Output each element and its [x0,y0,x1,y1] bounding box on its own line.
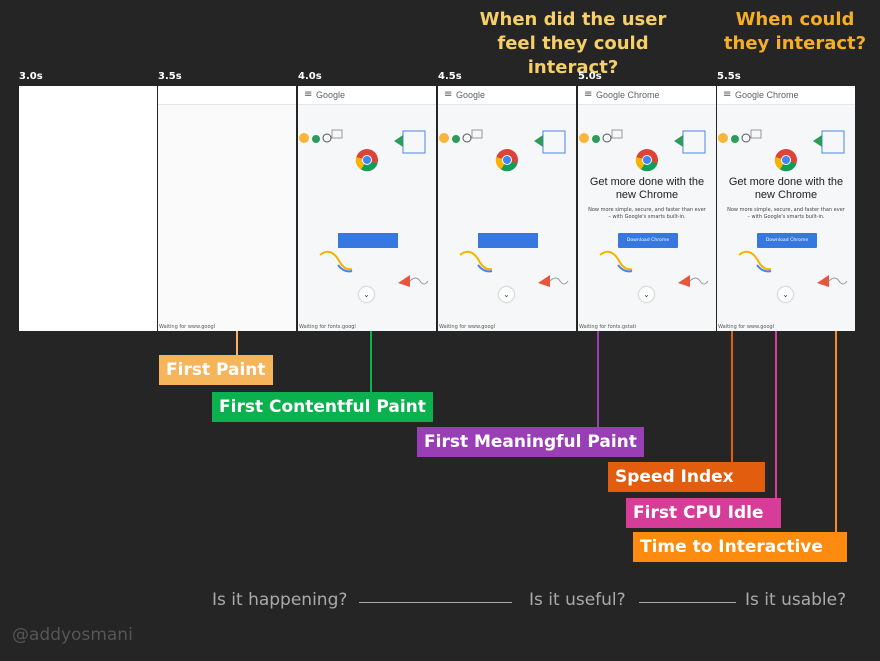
frame-status: Waiting for fonts.gstati [579,324,637,330]
frame-headline: Get more done with the new Chrome [589,176,705,201]
is-it-happening-text: Is it happening? [212,590,348,610]
frame-time-label: 3.0s [19,71,43,82]
filmstrip-frame: ≡Google ⌄ Waiting for fonts.googl [298,86,436,331]
frame-brand: Google [316,90,346,100]
frame-header: ≡Google [298,86,436,105]
first-meaningful-paint-label: First Meaningful Paint [417,427,644,457]
filmstrip-frame [19,86,157,331]
download-button [478,233,538,248]
frame-headline: Get more done with the new Chrome [728,176,844,201]
first-paint-line [236,331,238,357]
menu-icon: ≡ [723,89,732,100]
first-contentful-paint-label: First Contentful Paint [212,392,433,422]
frame-time-label: 5.5s [717,71,741,82]
doodle-decorations [717,105,855,331]
filmstrip-frame: ≡Google Chrome ⌄ Get more done with the ne… [578,86,716,331]
frame-brand: Google [456,90,486,100]
chevron-down-icon: ⌄ [359,287,374,302]
chrome-logo-icon [635,148,659,176]
filmstrip-frame: ≡Google ⌄ Waiting for www.googl [438,86,576,331]
first-contentful-paint-line [370,331,372,393]
download-button: Download Chrome [618,233,678,248]
frame-status: Waiting for fonts.googl [299,324,356,330]
doodle-decorations [438,105,576,331]
frame-header: ≡Google Chrome [717,86,855,105]
menu-icon: ≡ [584,89,593,100]
frame-status: Waiting for www.googl [159,324,216,330]
frame-time-label: 3.5s [158,71,182,82]
speed-index-label: Speed Index [608,462,765,492]
chevron-down-icon: ⌄ [639,287,654,302]
progress-rule-2 [639,602,736,603]
frame-header [158,86,296,105]
frame-header: ≡Google Chrome [578,86,716,105]
chrome-logo-icon [355,148,379,176]
download-button [338,233,398,248]
is-it-usable-text: Is it usable? [745,590,847,610]
frame-time-label: 4.0s [298,71,322,82]
time-to-interactive-line [835,331,837,532]
frame-header: ≡Google [438,86,576,105]
is-it-useful-text: Is it useful? [529,590,626,610]
menu-icon: ≡ [304,89,313,100]
menu-icon: ≡ [444,89,453,100]
progress-rule-1 [359,602,512,603]
frame-time-label: 5.0s [578,71,602,82]
chevron-down-icon: ⌄ [778,287,793,302]
time-to-interactive-label: Time to Interactive [633,532,847,562]
first-meaningful-paint-line [597,331,599,427]
frame-subtext: Now more simple, secure, and faster than… [727,207,845,220]
doodle-decorations [298,105,436,331]
download-button: Download Chrome [757,233,817,248]
filmstrip-frame: Waiting for www.googl [158,86,296,331]
first-cpu-idle-label: First CPU Idle [626,498,781,528]
chrome-logo-icon [495,148,519,176]
chrome-logo-icon [774,148,798,176]
doodle-decorations [578,105,716,331]
speed-index-line [731,331,733,462]
frame-status: Waiting for www.googl [718,324,775,330]
frame-subtext: Now more simple, secure, and faster than… [588,207,706,220]
frame-time-label: 4.5s [438,71,462,82]
frame-content [158,105,296,331]
author-handle: @addyosmani [12,625,133,645]
frame-brand: Google Chrome [596,90,660,100]
frame-status: Waiting for www.googl [439,324,496,330]
question-could-interact: When could they interact? [723,9,867,54]
first-paint-label: First Paint [159,355,273,385]
first-cpu-idle-line [775,331,777,498]
filmstrip-frame: ≡Google Chrome ⌄ Get more done with the ne… [717,86,855,331]
question-user-feel-interact: When did the user feel they could intera… [479,9,667,78]
chevron-down-icon: ⌄ [499,287,514,302]
frame-brand: Google Chrome [735,90,799,100]
